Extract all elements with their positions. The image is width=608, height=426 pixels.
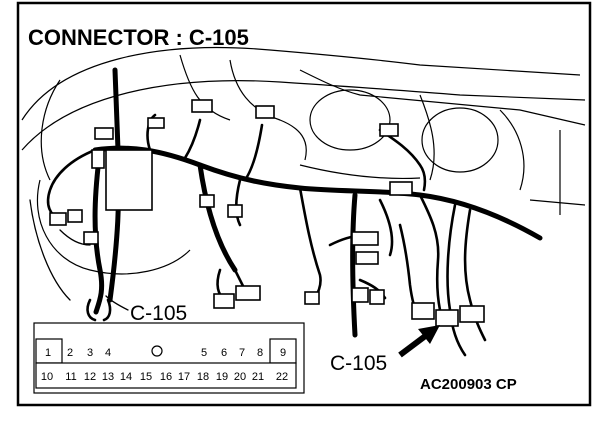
pin-cell-1 xyxy=(35,338,63,364)
diagram-title: CONNECTOR : C-105 xyxy=(28,25,249,50)
lower-c105-callout: C-105 xyxy=(330,325,440,375)
instrument-panel-outline xyxy=(21,46,586,275)
pin-label-20: 20 xyxy=(234,371,246,383)
connector-bottom-row xyxy=(35,362,297,389)
pin-label-13: 13 xyxy=(102,371,114,383)
pin-label-2: 2 xyxy=(67,347,73,359)
pin-label-11: 11 xyxy=(65,371,76,383)
pin-label-17: 17 xyxy=(178,371,190,383)
pin-label-5: 5 xyxy=(201,347,207,359)
pin-label-3: 3 xyxy=(87,347,93,359)
pin-label-22: 22 xyxy=(276,371,288,383)
pin-label-10: 10 xyxy=(41,371,53,383)
pin-label-1: 1 xyxy=(45,347,51,359)
arrow-head-icon xyxy=(418,325,440,344)
harness-connectors xyxy=(49,99,485,327)
pin-label-19: 19 xyxy=(216,371,228,383)
pin-label-9: 9 xyxy=(280,347,286,359)
pin-label-8: 8 xyxy=(257,347,263,359)
pin-label-21: 21 xyxy=(252,371,264,383)
pin-label-4: 4 xyxy=(105,347,111,359)
pin-label-14: 14 xyxy=(120,371,132,383)
pin-label-15: 15 xyxy=(140,371,152,383)
arrow-icon xyxy=(398,331,430,358)
bottom-row-pins: 10 11 12 13 14 15 16 17 18 19 20 21 22 xyxy=(41,371,288,383)
upper-c105-callout: C-105 xyxy=(105,295,187,325)
pin-label-12: 12 xyxy=(84,371,96,383)
pin-label-6: 6 xyxy=(221,347,227,359)
diagram-frame xyxy=(16,1,592,407)
upper-c105-label: C-105 xyxy=(130,302,187,325)
pin-label-16: 16 xyxy=(160,371,172,383)
pin-label-18: 18 xyxy=(197,371,209,383)
lower-c105-label: C-105 xyxy=(330,352,387,375)
part-code: AC200903 CP xyxy=(420,376,517,393)
locking-tab-icon xyxy=(151,345,163,357)
pin-label-7: 7 xyxy=(239,347,245,359)
